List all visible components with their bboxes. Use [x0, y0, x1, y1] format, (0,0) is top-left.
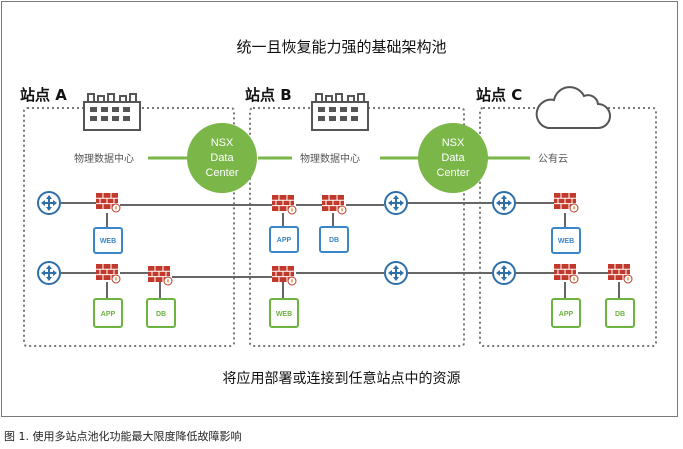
cloud-icon: [535, 86, 611, 129]
app-box: [93, 298, 123, 328]
db-box: [605, 298, 635, 328]
web-box: [551, 227, 581, 254]
diagram-title: 统一且恢复能力强的基础架构池: [236, 38, 447, 56]
site-a-location: 物理数据中心: [74, 154, 134, 165]
nsx-node-1: [187, 123, 257, 193]
site-c-location: 公有云: [538, 154, 568, 165]
db-box: [319, 226, 349, 253]
web-label: WEB: [276, 311, 292, 318]
nsx-label-line2: Data: [441, 152, 465, 164]
app-label: APP: [559, 311, 574, 318]
nsx-label-line1: NSX: [211, 137, 234, 149]
app-label: APP: [101, 311, 116, 318]
nsx-node-2: [418, 123, 488, 193]
nsx-label-line1: NSX: [442, 137, 465, 149]
app-label: APP: [277, 237, 292, 244]
nsx-label-line2: Data: [210, 152, 234, 164]
site-b-location: 物理数据中心: [300, 154, 360, 165]
web-label: WEB: [558, 238, 574, 245]
bottom-statement: 将应用部署或连接到任意站点中的资源: [222, 371, 461, 387]
db-label: DB: [156, 311, 166, 318]
db-box: [146, 298, 176, 328]
nsx-label-line3: Center: [205, 167, 238, 179]
web-box: [269, 298, 299, 328]
web-box: [93, 227, 123, 254]
app-box: [269, 226, 299, 253]
app-box: [551, 298, 581, 328]
web-label: WEB: [100, 238, 116, 245]
site-a-label: 站点 A: [20, 86, 67, 104]
db-label: DB: [329, 237, 339, 244]
nsx-label-line3: Center: [436, 167, 469, 179]
figure-caption: 图 1. 使用多站点池化功能最大限度降低故障影响: [4, 430, 242, 443]
db-label: DB: [615, 311, 625, 318]
site-c-label: 站点 C: [476, 86, 523, 104]
site-b-label: 站点 B: [245, 86, 292, 104]
